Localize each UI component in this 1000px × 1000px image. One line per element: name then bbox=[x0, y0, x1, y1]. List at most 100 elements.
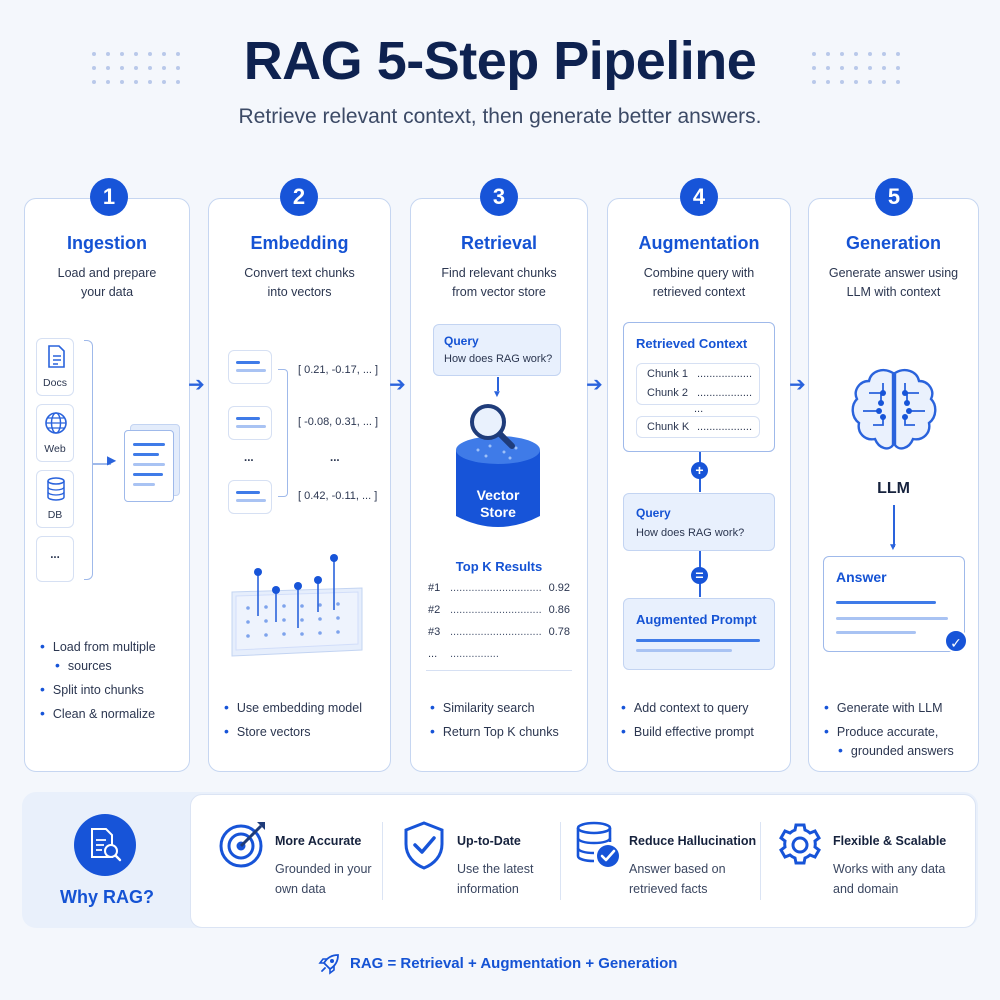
step-title: Ingestion bbox=[67, 233, 147, 253]
step-title: Augmentation bbox=[638, 233, 760, 253]
source-docs: Docs bbox=[36, 338, 74, 396]
connector-line bbox=[893, 505, 895, 547]
rocket-icon bbox=[318, 954, 339, 975]
bullet-item: Split into chunks bbox=[40, 679, 144, 700]
arrow-down-icon: ▼ bbox=[888, 542, 898, 553]
query-text: How does RAG work? bbox=[444, 353, 553, 365]
query-label: Query bbox=[636, 506, 671, 520]
top-k-results: #1..............................0.92 #2.… bbox=[428, 582, 576, 662]
step-description: Load and prepare your data bbox=[57, 266, 157, 299]
decorative-dots-left bbox=[92, 52, 190, 88]
step-description: Combine query with retrieved context bbox=[643, 266, 755, 299]
globe-icon bbox=[45, 412, 67, 434]
query-text: How does RAG work? bbox=[636, 527, 745, 539]
vector-store-icon bbox=[456, 404, 540, 527]
page-title: RAG 5-Step Pipeline bbox=[243, 31, 757, 91]
bullet-item: Use embedding model bbox=[224, 697, 362, 718]
divider bbox=[382, 822, 383, 900]
step-number-1: 1 bbox=[90, 178, 128, 216]
bullet-item-continued: grounded answers bbox=[838, 740, 954, 761]
benefit-title: Reduce Hallucination bbox=[629, 834, 757, 848]
source-more: ... bbox=[36, 536, 74, 582]
step-card-generation bbox=[808, 198, 979, 772]
why-rag-icon-circle bbox=[74, 814, 136, 876]
source-label: Web bbox=[44, 443, 66, 455]
text-chunk bbox=[228, 480, 272, 514]
bullet-item: Produce accurate, bbox=[824, 721, 938, 742]
chunk-ellipsis: ... bbox=[694, 403, 704, 415]
source-db: DB bbox=[36, 470, 74, 528]
step-description: Find relevant chunks from vector store bbox=[441, 266, 557, 299]
flow-arrow-icon: ➔ bbox=[586, 374, 603, 396]
step-number-5: 5 bbox=[875, 178, 913, 216]
benefit-description: Answer based on retrieved facts bbox=[629, 862, 726, 896]
step-number-3: 3 bbox=[480, 178, 518, 216]
bullet-item: Store vectors bbox=[224, 721, 311, 742]
source-label: Docs bbox=[43, 377, 67, 389]
step-title: Retrieval bbox=[460, 233, 538, 253]
answer-box: Answer bbox=[823, 556, 965, 652]
prompt-title: Augmented Prompt bbox=[636, 612, 757, 627]
bullet-item: Load from multiple bbox=[40, 636, 156, 657]
step-number-2: 2 bbox=[280, 178, 318, 216]
result-row: ................... bbox=[428, 648, 499, 660]
database-check-icon bbox=[576, 821, 619, 867]
vector-space-illustration bbox=[231, 554, 363, 657]
document-icon bbox=[48, 345, 65, 368]
chunked-document bbox=[124, 424, 180, 502]
decorative-dots-right bbox=[812, 52, 910, 88]
chunk-ellipsis: ... bbox=[244, 452, 254, 464]
benefit-title: More Accurate bbox=[275, 834, 362, 848]
retrieved-context-box: Retrieved Context Chunk 1 ..............… bbox=[623, 322, 775, 452]
answer-title: Answer bbox=[836, 569, 887, 585]
bullet-item: Generate with LLM bbox=[824, 697, 943, 718]
result-row: #3..............................0.78 bbox=[428, 626, 570, 638]
step-title: Generation bbox=[845, 233, 942, 253]
bullet-item: Clean & normalize bbox=[40, 703, 155, 724]
step-number-4: 4 bbox=[680, 178, 718, 216]
bullet-item-continued: sources bbox=[55, 655, 112, 676]
source-web: Web bbox=[36, 404, 74, 462]
shield-check-icon bbox=[404, 821, 444, 870]
vector-value: [ 0.42, -0.11, ... ] bbox=[298, 490, 378, 502]
benefit-description: Use the latest information bbox=[457, 862, 534, 896]
flow-arrow-icon: ➔ bbox=[188, 374, 205, 396]
benefit-description: Grounded in your own data bbox=[275, 862, 372, 896]
arrow-line bbox=[497, 377, 499, 391]
arrow-icon: ▶ bbox=[107, 453, 117, 467]
text-chunk bbox=[228, 406, 272, 440]
equals-icon: = bbox=[691, 567, 708, 584]
flow-arrow-icon: ➔ bbox=[789, 374, 806, 396]
augmented-prompt-box: Augmented Prompt bbox=[623, 598, 775, 670]
chunk-row: Chunk 1 .................. Chunk 2 .....… bbox=[636, 363, 760, 405]
divider bbox=[560, 822, 561, 900]
page-subtitle: Retrieve relevant context, then generate… bbox=[238, 105, 762, 128]
vector-store-label: Vector Store bbox=[476, 487, 520, 520]
vector-value: [ -0.08, 0.31, ... ] bbox=[298, 416, 379, 428]
benefit-description: Works with any data and domain bbox=[833, 862, 946, 896]
bracket-connector bbox=[93, 463, 111, 465]
benefit-title: Flexible & Scalable bbox=[833, 834, 947, 848]
bullet-item: Similarity search bbox=[430, 697, 535, 718]
bullet-item: Build effective prompt bbox=[621, 721, 754, 742]
vector-ellipsis: ... bbox=[330, 452, 340, 464]
text-chunk bbox=[228, 350, 272, 384]
bullet-item: Return Top K chunks bbox=[430, 721, 559, 742]
query-box: Query How does RAG work? bbox=[623, 493, 775, 551]
top-k-title: Top K Results bbox=[455, 559, 543, 574]
source-label: DB bbox=[47, 509, 63, 521]
query-box: Query How does RAG work? bbox=[433, 324, 561, 376]
step-description: Convert text chunks into vectors bbox=[244, 266, 355, 299]
chunk-row: Chunk K .................. bbox=[636, 416, 760, 438]
step-title: Embedding bbox=[250, 233, 349, 253]
document-search-icon bbox=[91, 828, 122, 862]
divider bbox=[760, 822, 761, 900]
brain-icon bbox=[851, 369, 937, 450]
benefit-title: Up-to-Date bbox=[457, 834, 521, 848]
embedding-connector bbox=[278, 369, 288, 497]
vector-value: [ 0.21, -0.17, ... ] bbox=[298, 364, 379, 376]
context-title: Retrieved Context bbox=[636, 336, 748, 351]
step-description: Generate answer using LLM with context bbox=[828, 266, 959, 299]
flow-arrow-icon: ➔ bbox=[389, 374, 406, 396]
why-rag-title: Why RAG? bbox=[60, 887, 154, 907]
